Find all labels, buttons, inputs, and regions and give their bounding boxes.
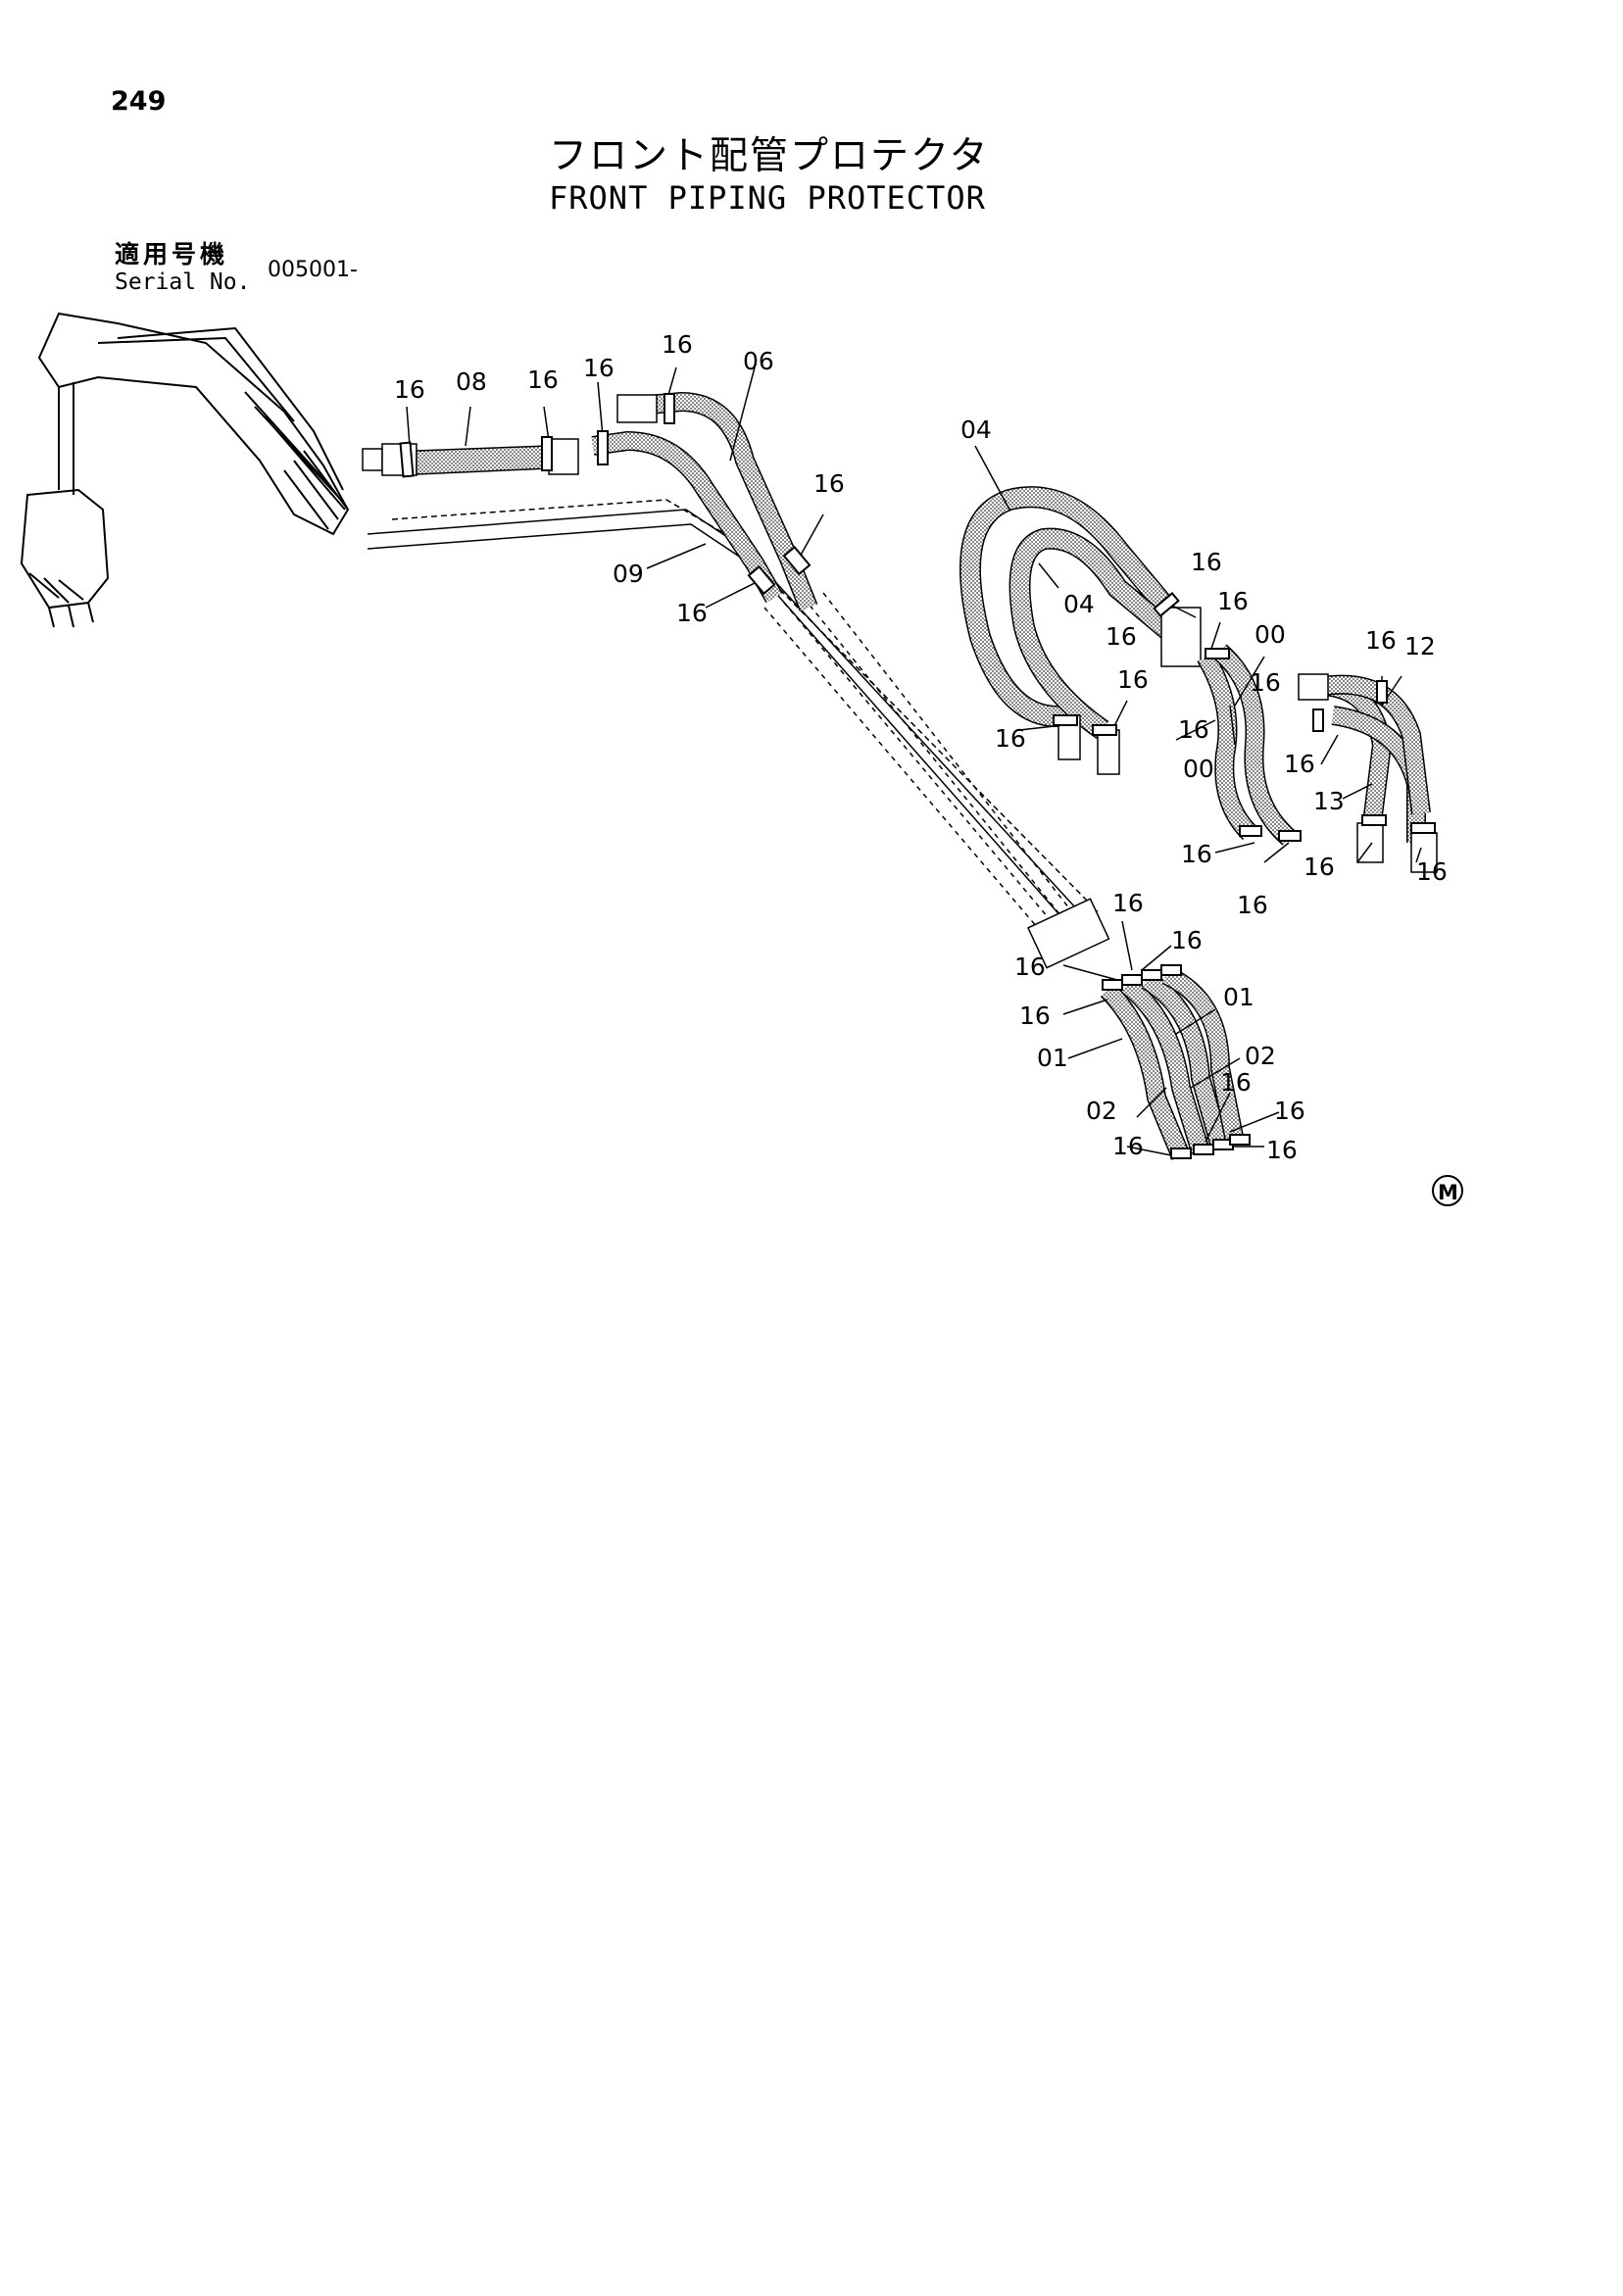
callout-04: 04 bbox=[1063, 590, 1095, 618]
callout-09: 09 bbox=[613, 560, 644, 588]
callout-16: 16 bbox=[1365, 626, 1397, 655]
callout-16: 16 bbox=[583, 354, 615, 382]
callout-16: 16 bbox=[1117, 665, 1149, 694]
callout-16: 16 bbox=[1181, 840, 1212, 868]
callout-16: 16 bbox=[1274, 1097, 1305, 1125]
hose-04-pair bbox=[959, 486, 1202, 775]
callout-02: 02 bbox=[1245, 1042, 1276, 1070]
clamps bbox=[399, 393, 1436, 1159]
callout-13: 13 bbox=[1313, 787, 1345, 815]
callout-16: 16 bbox=[1250, 668, 1281, 697]
callout-16: 16 bbox=[1112, 889, 1144, 917]
callout-16: 16 bbox=[1014, 953, 1046, 981]
callout-01: 01 bbox=[1037, 1044, 1068, 1072]
callout-16: 16 bbox=[1266, 1136, 1298, 1164]
callout-16: 16 bbox=[1019, 1001, 1051, 1030]
hose-01-02-bundle bbox=[1100, 965, 1245, 1160]
callout-12: 12 bbox=[1404, 632, 1436, 660]
callout-16: 16 bbox=[1237, 891, 1268, 919]
callout-16: 16 bbox=[813, 469, 845, 498]
callout-16: 16 bbox=[1191, 548, 1222, 576]
title-japanese: フロント配管プロテクタ bbox=[549, 134, 990, 178]
serial-label-english: Serial No. bbox=[115, 269, 251, 295]
callout-04: 04 bbox=[960, 415, 992, 444]
callout-02: 02 bbox=[1086, 1097, 1117, 1125]
callout-16: 16 bbox=[1112, 1132, 1144, 1160]
callout-16: 16 bbox=[1416, 857, 1448, 886]
serial-label-japanese: 適用号機 bbox=[115, 240, 229, 269]
mark-letter: M bbox=[1438, 1181, 1458, 1204]
callout-16: 16 bbox=[1178, 715, 1209, 744]
circled-m-mark: M bbox=[1432, 1175, 1463, 1206]
hose-00-pair bbox=[1197, 644, 1296, 846]
callout-16: 16 bbox=[1106, 622, 1137, 651]
callout-16: 16 bbox=[527, 366, 559, 394]
title-english: FRONT PIPING PROTECTOR bbox=[549, 179, 986, 217]
excavator-front-illustration bbox=[20, 312, 350, 628]
callout-16: 16 bbox=[1303, 853, 1335, 881]
leader-lines bbox=[406, 366, 1422, 1157]
callout-16: 16 bbox=[676, 599, 708, 627]
serial-number-value: 005001- bbox=[268, 258, 358, 282]
callout-16: 16 bbox=[1220, 1068, 1252, 1097]
callout-00: 00 bbox=[1254, 620, 1286, 649]
callout-00: 00 bbox=[1183, 755, 1214, 783]
page-number: 249 bbox=[111, 86, 167, 117]
hose-12-13-pair bbox=[1298, 673, 1438, 873]
callout-16: 16 bbox=[1284, 750, 1315, 778]
callout-16: 16 bbox=[1217, 587, 1249, 615]
callout-labels: 16 08 16 16 16 06 16 09 16 04 04 16 16 1… bbox=[394, 330, 1448, 1164]
steel-pipes bbox=[367, 499, 1110, 969]
callout-06: 06 bbox=[743, 347, 774, 375]
callout-01: 01 bbox=[1223, 983, 1254, 1011]
callout-08: 08 bbox=[456, 367, 487, 396]
callout-16: 16 bbox=[995, 724, 1026, 753]
callout-16: 16 bbox=[1171, 926, 1203, 954]
callout-16: 16 bbox=[394, 375, 425, 404]
callout-16: 16 bbox=[662, 330, 693, 359]
